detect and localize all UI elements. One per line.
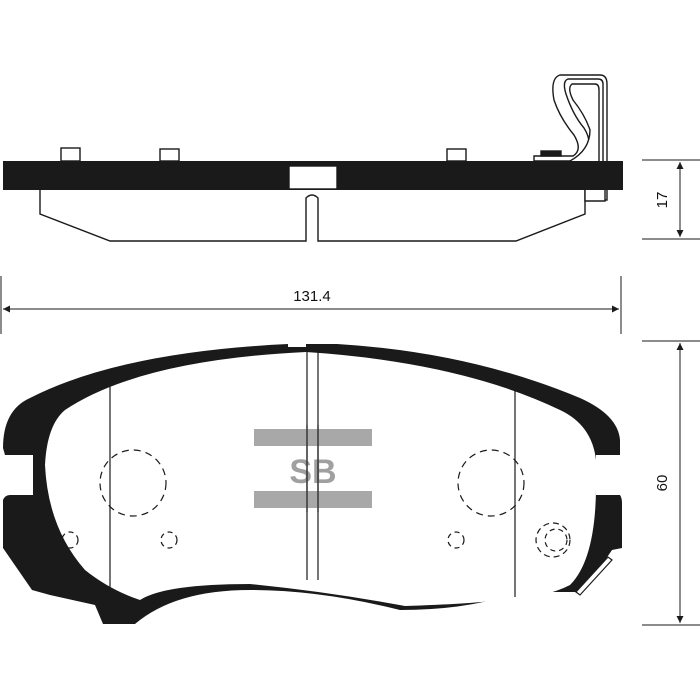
width-label: 131.4: [293, 288, 331, 305]
hidden-pin-left: [99, 449, 167, 517]
side-view: [3, 74, 623, 242]
tab-mid: [159, 148, 180, 162]
friction-material-side: [39, 190, 586, 242]
logo-text: SB: [289, 453, 336, 491]
thickness-dimension: [642, 159, 700, 240]
center-slot-window: [288, 165, 338, 190]
tab-left: [60, 147, 81, 162]
hidden-hole-left-a: [61, 531, 79, 549]
hidden-hole-right-a: [447, 531, 465, 549]
thickness-label: 17: [654, 192, 671, 209]
sb-logo: SB: [254, 425, 372, 512]
hidden-hole-left-b: [160, 531, 178, 549]
friction-pad: [45, 352, 596, 606]
hidden-hole-right-b: [535, 522, 571, 558]
width-dimension: [0, 276, 622, 334]
height-dimension: [642, 340, 700, 626]
height-label: 60: [654, 475, 671, 492]
hidden-hole-right-b-inner: [544, 528, 568, 552]
wear-indicator-front: [575, 556, 613, 596]
hidden-pin-right: [457, 449, 525, 517]
tab-right: [446, 148, 467, 162]
front-view: SB: [3, 344, 622, 624]
